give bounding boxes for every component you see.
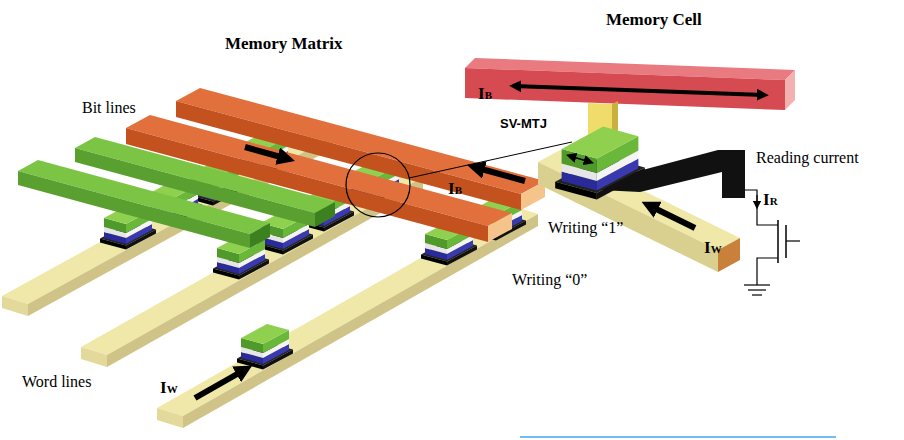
bit-line	[465, 58, 795, 110]
word-line	[2, 128, 333, 316]
signal-name: IW	[704, 238, 722, 258]
bit-line	[465, 68, 785, 110]
part-label: Word lines	[22, 372, 91, 391]
signal-name: IB	[478, 84, 492, 104]
signal-name: IW	[160, 378, 178, 398]
signal-name: IR	[763, 190, 778, 210]
highlight-circle	[346, 153, 410, 217]
bit-line	[315, 202, 335, 227]
ground-symbol	[744, 285, 770, 295]
part-label: Bit lines	[82, 98, 136, 117]
current-arrow	[195, 369, 246, 398]
wire	[745, 190, 778, 225]
part-label: SV-MTJ	[500, 116, 547, 132]
transistor-symbol	[786, 240, 800, 241]
transistor-symbol	[777, 220, 779, 263]
current-arrow	[514, 86, 764, 95]
wire	[757, 258, 778, 285]
magnetization-arrow	[570, 156, 590, 162]
bit-line	[18, 171, 250, 248]
bit-line	[18, 160, 270, 248]
current-arrow	[245, 147, 288, 159]
current-arrow	[474, 167, 525, 181]
current-arrow	[648, 205, 695, 228]
ground-symbol	[744, 284, 770, 285]
signal-name: IB	[448, 179, 462, 199]
word-line	[183, 214, 538, 428]
current-arrow	[756, 195, 757, 206]
bit-line	[250, 223, 270, 248]
underline	[520, 436, 836, 438]
mtj-cell	[555, 127, 645, 200]
part-label: Writing “0”	[512, 270, 587, 289]
part-label: Reading current	[756, 148, 859, 167]
word-line	[2, 296, 28, 316]
word-line	[157, 408, 183, 428]
bit-line	[18, 160, 270, 234]
bit-line	[488, 213, 512, 242]
word-line	[81, 347, 107, 367]
bit-line	[785, 70, 795, 110]
section-heading: Memory Matrix	[225, 34, 343, 54]
mtj-cell	[237, 324, 293, 370]
section-heading: Memory Cell	[606, 10, 702, 30]
part-label: Writing “1”	[548, 218, 623, 237]
ground-symbol	[752, 294, 762, 295]
ground-symbol	[748, 289, 766, 290]
